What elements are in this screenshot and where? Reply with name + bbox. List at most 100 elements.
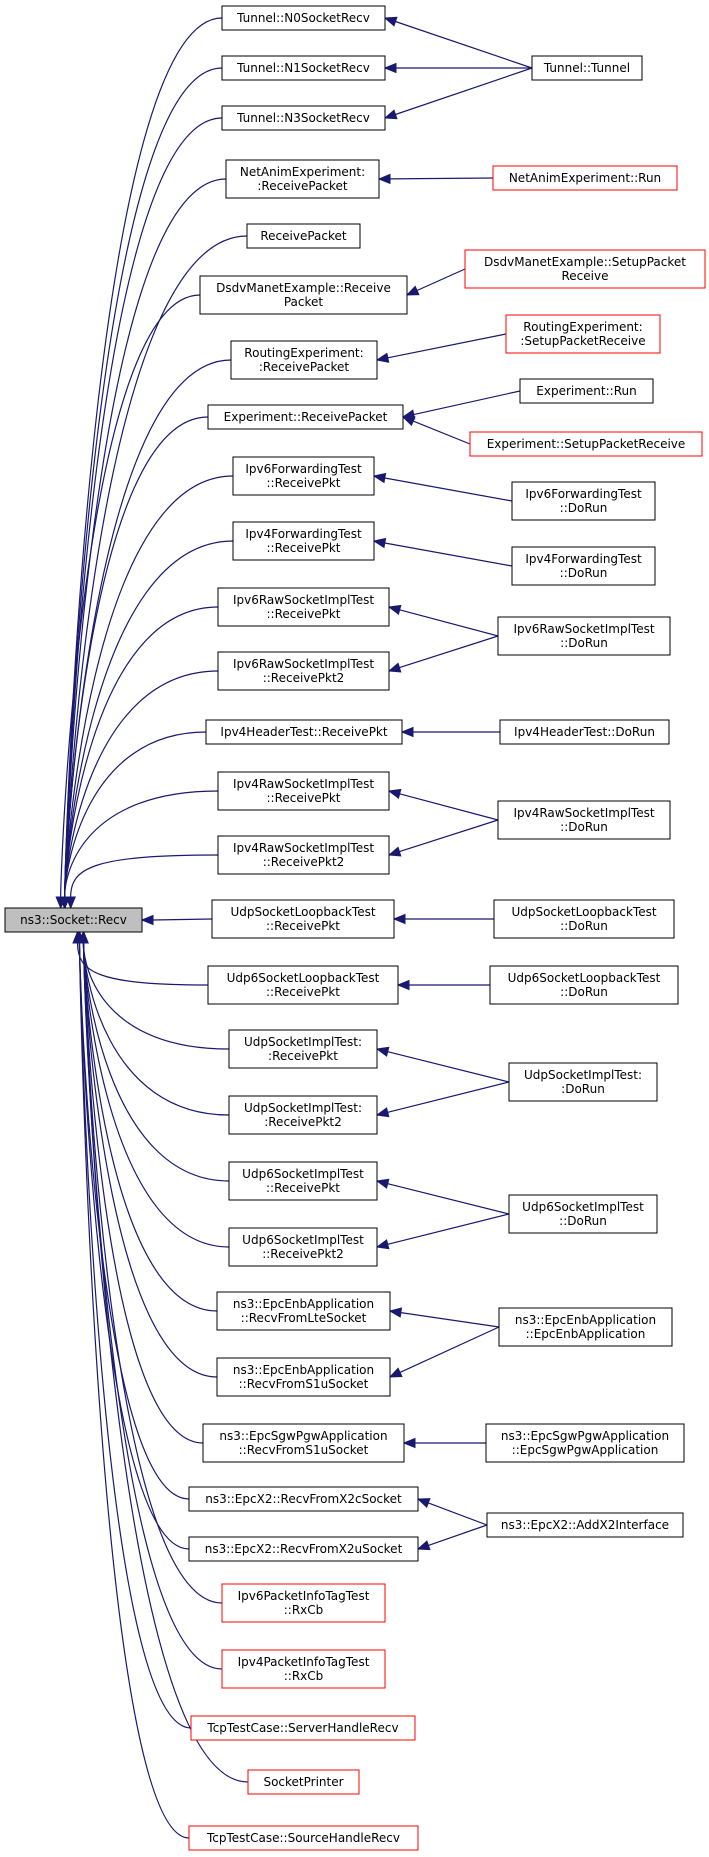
node-box[interactable] [469,431,703,457]
node-box[interactable] [190,1715,416,1741]
node-ipv4fwd_run[interactable]: Ipv4ForwardingTest::DoRun [511,546,656,586]
node-udpimpl[interactable]: UdpSocketImplTest::ReceivePkt [228,1029,378,1069]
node-netanim[interactable]: NetAnimExperiment::ReceivePacket [225,159,380,199]
node-box[interactable] [217,835,390,875]
node-box[interactable] [207,965,399,1005]
node-box[interactable] [199,275,408,315]
node-box[interactable] [217,651,390,691]
node-box[interactable] [497,800,671,840]
node-box[interactable] [221,5,386,31]
node-ipv6raw2[interactable]: Ipv6RawSocketImplTest::ReceivePkt2 [217,651,390,691]
node-root[interactable]: ns3::Socket::Recv [4,907,143,933]
node-ipv4hdr_run[interactable]: Ipv4HeaderTest::DoRun [499,719,670,745]
node-ipv6raw_run[interactable]: Ipv6RawSocketImplTest::DoRun [497,616,671,656]
node-dsdv_setup[interactable]: DsdvManetExample::SetupPacketReceive [464,249,706,289]
node-ipv6fwd_run[interactable]: Ipv6ForwardingTest::DoRun [511,481,656,521]
node-ipv6fwd[interactable]: Ipv6ForwardingTest::ReceivePkt [232,456,375,496]
node-sgw_ctor[interactable]: ns3::EpcSgwPgwApplication::EpcSgwPgwAppl… [485,1423,685,1463]
node-box[interactable] [464,249,706,289]
node-box[interactable] [188,1536,419,1562]
node-x2add[interactable]: ns3::EpcX2::AddX2Interface [486,1512,684,1538]
node-udp6impl_run[interactable]: Udp6SocketImplTest::DoRun [508,1194,658,1234]
node-tunnel[interactable]: Tunnel::Tunnel [531,55,643,81]
node-udploop[interactable]: UdpSocketLoopbackTest::ReceivePkt [211,899,395,939]
node-box[interactable] [498,1307,673,1347]
node-epcenb_ctor[interactable]: ns3::EpcEnbApplication::EpcEnbApplicatio… [498,1307,673,1347]
node-udp6impl[interactable]: Udp6SocketImplTest::ReceivePkt [228,1161,378,1201]
node-box[interactable] [188,1825,419,1851]
node-box[interactable] [205,719,403,745]
node-box[interactable] [531,55,643,81]
node-udpimpl2[interactable]: UdpSocketImplTest::ReceivePkt2 [228,1095,378,1135]
node-box[interactable] [519,378,654,404]
node-box[interactable] [211,899,395,939]
node-box[interactable] [228,1227,378,1267]
node-box[interactable] [511,546,656,586]
node-x2c[interactable]: ns3::EpcX2::RecvFromX2cSocket [188,1486,419,1512]
node-box[interactable] [216,1291,391,1331]
node-box[interactable] [221,55,386,81]
node-exp_setup[interactable]: Experiment::SetupPacketReceive [469,431,703,457]
node-box[interactable] [207,404,404,430]
node-box[interactable] [486,1512,684,1538]
node-n1[interactable]: Tunnel::N1SocketRecv [221,55,386,81]
node-box[interactable] [246,223,361,249]
node-dsdv[interactable]: DsdvManetExample::ReceivePacket [199,275,408,315]
node-box[interactable] [188,1486,419,1512]
node-box[interactable] [492,165,678,191]
node-box[interactable] [508,1194,658,1234]
node-box[interactable] [221,1649,386,1689]
node-x2u[interactable]: ns3::EpcX2::RecvFromX2uSocket [188,1536,419,1562]
node-ipv4hdr[interactable]: Ipv4HeaderTest::ReceivePkt [205,719,403,745]
node-box[interactable] [499,719,670,745]
node-rp[interactable]: ReceivePacket [246,223,361,249]
node-ipv4raw2[interactable]: Ipv4RawSocketImplTest::ReceivePkt2 [217,835,390,875]
node-udpimpl_run[interactable]: UdpSocketImplTest::DoRun [508,1062,658,1102]
node-n3[interactable]: Tunnel::N3SocketRecv [221,105,386,131]
node-epcenb_s1u[interactable]: ns3::EpcEnbApplication::RecvFromS1uSocke… [216,1357,391,1397]
node-box[interactable] [221,1583,386,1623]
node-box[interactable] [4,907,143,933]
node-udp6impl2[interactable]: Udp6SocketImplTest::ReceivePkt2 [228,1227,378,1267]
node-netanim_run[interactable]: NetAnimExperiment::Run [492,165,678,191]
node-ipv6tag[interactable]: Ipv6PacketInfoTagTest::RxCb [221,1583,386,1623]
node-box[interactable] [217,587,390,627]
node-box[interactable] [511,481,656,521]
node-box[interactable] [508,1062,658,1102]
node-udp6loop[interactable]: Udp6SocketLoopbackTest::ReceivePkt [207,965,399,1005]
node-ipv4fwd[interactable]: Ipv4ForwardingTest::ReceivePkt [232,521,375,561]
node-box[interactable] [228,1029,378,1069]
node-box[interactable] [216,1357,391,1397]
node-epcenb_lte[interactable]: ns3::EpcEnbApplication::RecvFromLteSocke… [216,1291,391,1331]
node-udploop_run[interactable]: UdpSocketLoopbackTest::DoRun [493,899,675,939]
node-exp[interactable]: Experiment::ReceivePacket [207,404,404,430]
node-routing[interactable]: RoutingExperiment::ReceivePacket [230,340,378,380]
node-box[interactable] [202,1423,405,1463]
node-sockprinter[interactable]: SocketPrinter [247,1769,360,1795]
node-box[interactable] [232,456,375,496]
node-box[interactable] [485,1423,685,1463]
node-box[interactable] [247,1769,360,1795]
node-routing_setup[interactable]: RoutingExperiment::SetupPacketReceive [505,314,661,354]
node-tcp_server[interactable]: TcpTestCase::ServerHandleRecv [190,1715,416,1741]
node-sgw_s1u[interactable]: ns3::EpcSgwPgwApplication::RecvFromS1uSo… [202,1423,405,1463]
node-box[interactable] [228,1161,378,1201]
node-ipv4tag[interactable]: Ipv4PacketInfoTagTest::RxCb [221,1649,386,1689]
node-box[interactable] [493,899,675,939]
node-box[interactable] [489,965,679,1005]
node-ipv6raw[interactable]: Ipv6RawSocketImplTest::ReceivePkt [217,587,390,627]
node-box[interactable] [230,340,378,380]
node-tcp_source[interactable]: TcpTestCase::SourceHandleRecv [188,1825,419,1851]
node-ipv4raw[interactable]: Ipv4RawSocketImplTest::ReceivePkt [217,771,390,811]
node-exp_run[interactable]: Experiment::Run [519,378,654,404]
node-box[interactable] [232,521,375,561]
node-n0[interactable]: Tunnel::N0SocketRecv [221,5,386,31]
node-box[interactable] [228,1095,378,1135]
node-box[interactable] [221,105,386,131]
node-box[interactable] [217,771,390,811]
node-box[interactable] [225,159,380,199]
node-box[interactable] [505,314,661,354]
node-udp6loop_run[interactable]: Udp6SocketLoopbackTest::DoRun [489,965,679,1005]
node-ipv4raw_run[interactable]: Ipv4RawSocketImplTest::DoRun [497,800,671,840]
node-box[interactable] [497,616,671,656]
